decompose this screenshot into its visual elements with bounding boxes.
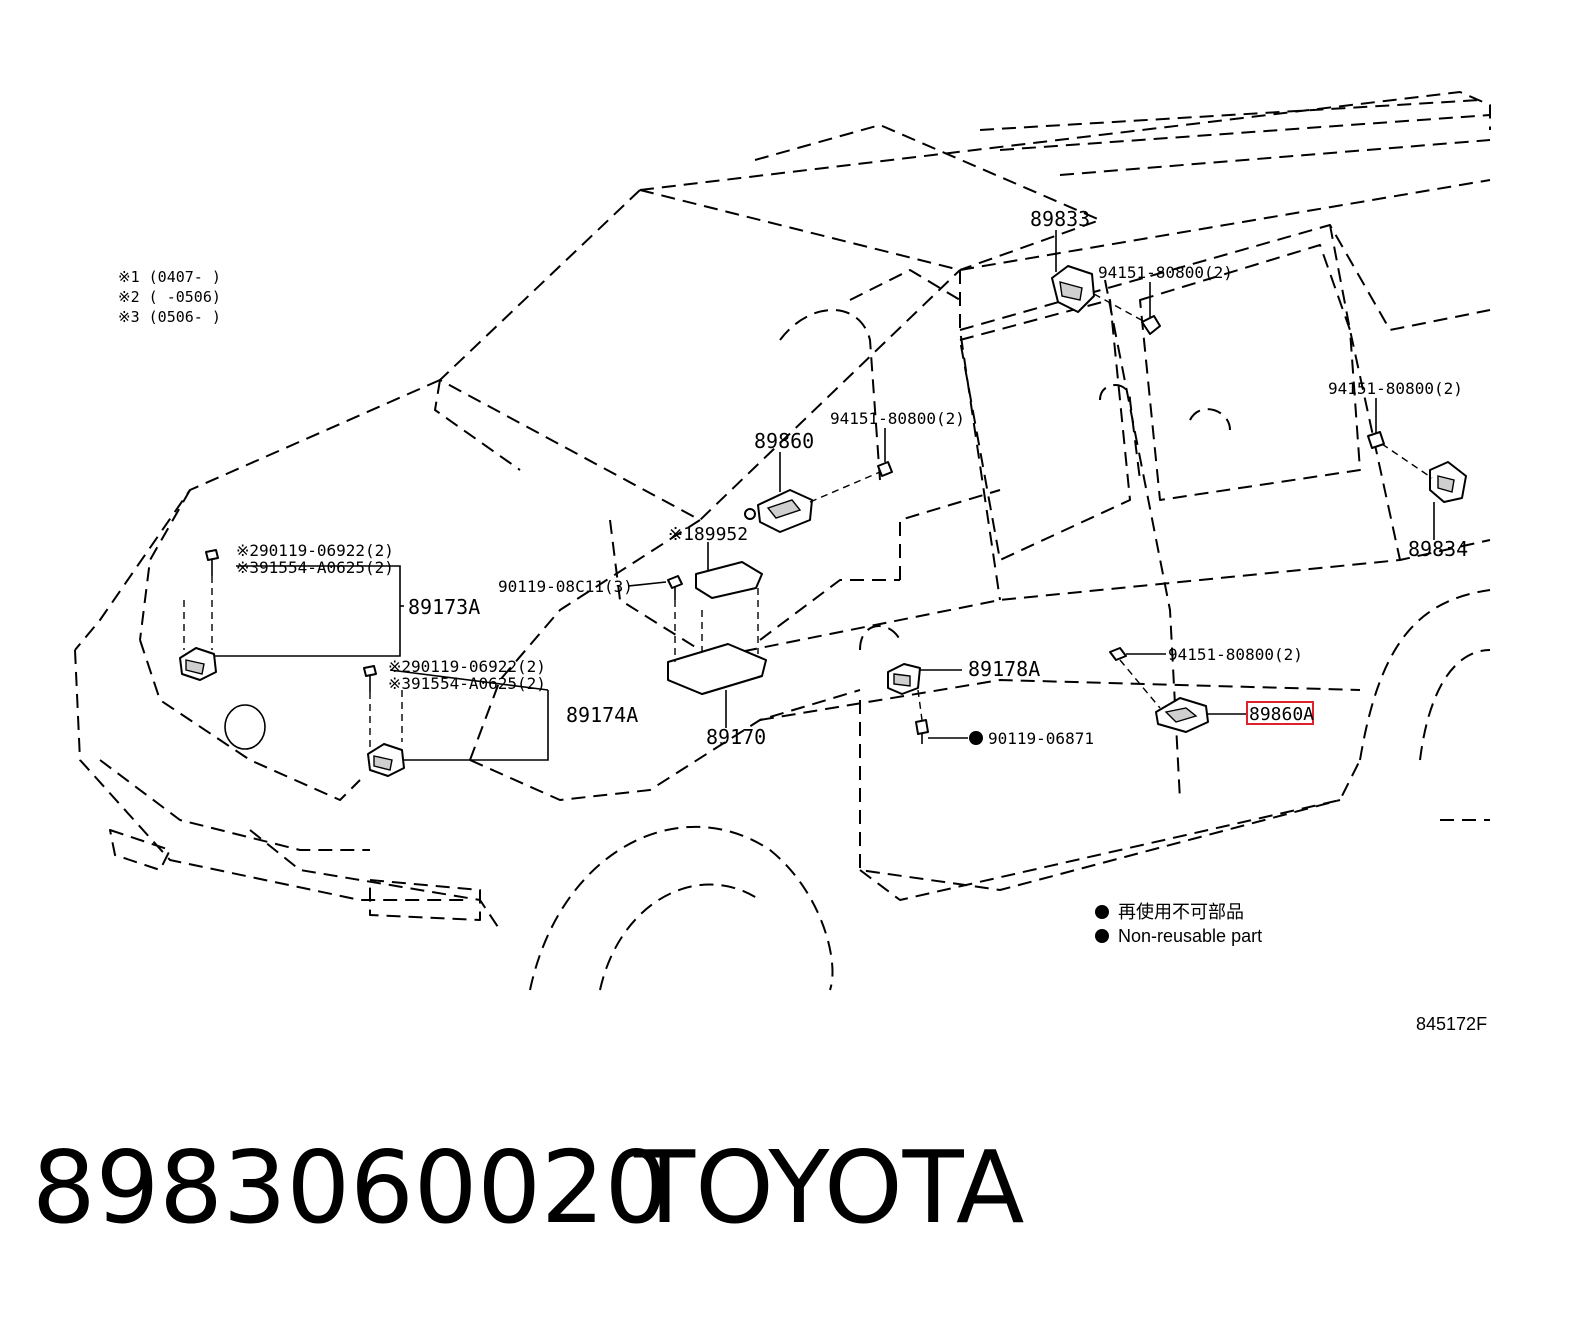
label-89170: 89170: [706, 725, 766, 749]
label-89833: 89833: [1030, 207, 1090, 231]
nonreusable-marker: [969, 731, 983, 745]
label-90119-06871: 90119-06871: [988, 729, 1094, 748]
label-94151-80800-c: 94151-80800(2): [830, 409, 965, 428]
legend-line-3: ※3 (0506- ): [118, 308, 221, 326]
sensor-89178a: [887, 663, 921, 695]
nonreusable-bullet-jp: [1095, 905, 1109, 919]
parts: [179, 265, 1467, 777]
callout-labels: 89833 94151-80800(2) 94151-80800(2) 8983…: [236, 207, 1468, 749]
sensor-89834: [1429, 461, 1467, 503]
ecu-89170: [667, 643, 767, 695]
sensor-89173a: [179, 647, 217, 681]
sensor-89174a: [367, 743, 405, 777]
bolt-90119-06922-b: [363, 665, 377, 692]
clip-94151-b: [1367, 431, 1385, 449]
nonreusable-bullet-en: [1095, 929, 1109, 943]
legend-line-1: ※1 (0407- ): [118, 268, 221, 286]
label-89952: ※189952: [668, 524, 748, 545]
label-89860: 89860: [754, 429, 814, 453]
label-89173a: 89173A: [408, 595, 480, 619]
leader-lines: [183, 230, 1435, 761]
reference-code: 845172F: [1416, 1014, 1487, 1034]
notes: 再使用不可部品 Non-reusable part 845172F: [1095, 902, 1487, 1034]
note-nonreusable-en: Non-reusable part: [1118, 926, 1262, 946]
part-number: 8983060020: [32, 1129, 668, 1246]
highlight-box-89860a: [1246, 701, 1314, 725]
bolt-90119-06871: [915, 719, 929, 744]
label-94151-80800-a: 94151-80800(2): [1098, 263, 1233, 282]
clip-94151-a: [1141, 315, 1161, 335]
label-89174a: 89174A: [566, 703, 638, 727]
legend-line-2: ※2 ( -0506): [118, 288, 221, 306]
footer-caption: 8983060020 TOYOTA: [32, 1129, 1024, 1246]
sensor-89833: [1051, 265, 1095, 313]
label-89178a: 89178A: [968, 657, 1040, 681]
bolt-90119-08c11: [667, 575, 683, 600]
label-90119-06922-b: ※290119-06922(2): [388, 657, 546, 676]
brand-name: TOYOTA: [633, 1129, 1024, 1246]
label-90119-08c11: 90119-08C11(3): [498, 577, 633, 596]
revision-legend: ※1 (0407- ) ※2 ( -0506) ※3 (0506- ): [118, 268, 221, 326]
label-94151-80800-b: 94151-80800(2): [1328, 379, 1463, 398]
clip-94151-d: [1109, 647, 1127, 661]
label-89834: 89834: [1408, 537, 1468, 561]
label-91554-a0625-b: ※391554-A0625(2): [388, 674, 546, 693]
sensor-89860a: [1155, 697, 1209, 733]
label-90119-06922-a: ※290119-06922(2): [236, 541, 394, 560]
note-nonreusable-jp: 再使用不可部品: [1118, 902, 1244, 922]
clip-94151-c: [877, 461, 893, 477]
label-94151-80800-d: 94151-80800(2): [1168, 645, 1303, 664]
module-89952: [695, 561, 763, 599]
sensor-89860: [744, 489, 813, 533]
vehicle-outline: [74, 91, 1491, 991]
label-89860a: 89860A: [1249, 704, 1314, 725]
label-91554-a0625-a: ※391554-A0625(2): [236, 558, 394, 577]
bolt-90119-06922-a: [205, 549, 219, 576]
